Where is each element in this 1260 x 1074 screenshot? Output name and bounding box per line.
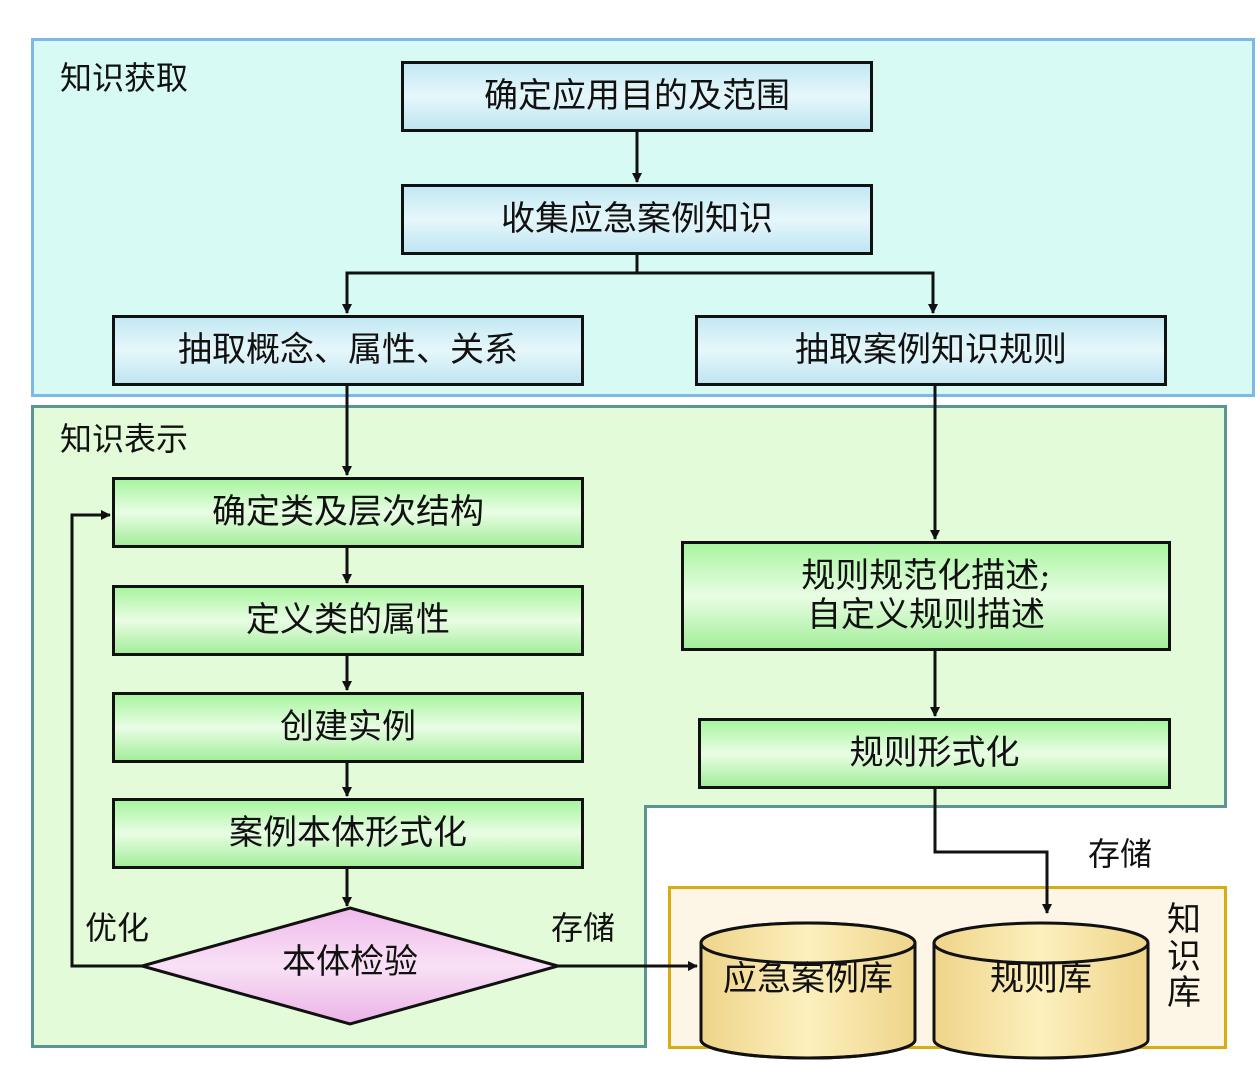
node-label: 确定类及层次结构 xyxy=(212,491,484,532)
kb-label-char: 知 xyxy=(1167,900,1201,940)
node-label: 创建实例 xyxy=(280,706,416,747)
db-label-case[interactable]: 应急案例库 xyxy=(723,959,893,999)
node-label: 抽取案例知识规则 xyxy=(795,329,1067,370)
node-rule-formalize[interactable]: 规则形式化 xyxy=(698,718,1171,789)
node-collect-knowledge[interactable]: 收集应急案例知识 xyxy=(401,184,873,255)
region-label-knowledge-base: 知 识 库 xyxy=(1162,902,1206,1012)
node-create-instances[interactable]: 创建实例 xyxy=(112,692,584,763)
node-label: 确定应用目的及范围 xyxy=(484,75,790,116)
edge-label-store-case: 存储 xyxy=(551,909,616,947)
node-rule-description[interactable]: 规则规范化描述; 自定义规则描述 xyxy=(681,541,1171,651)
node-label: 案例本体形式化 xyxy=(229,812,467,853)
region-label-acquisition: 知识获取 xyxy=(60,59,189,97)
node-ontology-check[interactable]: 本体检验 xyxy=(282,942,418,982)
node-extract-rules[interactable]: 抽取案例知识规则 xyxy=(695,315,1167,386)
kb-label-char: 库 xyxy=(1167,973,1201,1014)
region-border xyxy=(644,805,647,1048)
node-determine-scope[interactable]: 确定应用目的及范围 xyxy=(401,61,873,132)
node-label: 抽取概念、属性、关系 xyxy=(178,329,518,370)
node-label-line1: 规则规范化描述; xyxy=(801,555,1051,596)
node-formalize-ontology[interactable]: 案例本体形式化 xyxy=(112,798,584,869)
node-extract-concepts[interactable]: 抽取概念、属性、关系 xyxy=(112,315,584,386)
region-label-representation: 知识表示 xyxy=(60,420,189,458)
node-label: 规则形式化 xyxy=(849,732,1020,773)
db-label-rule[interactable]: 规则库 xyxy=(990,959,1092,999)
node-define-attributes[interactable]: 定义类的属性 xyxy=(112,585,584,656)
region-border xyxy=(646,805,1227,808)
node-label: 收集应急案例知识 xyxy=(501,198,773,239)
node-label-line2: 自定义规则描述 xyxy=(807,595,1045,635)
node-label: 定义类的属性 xyxy=(246,599,450,640)
node-define-classes[interactable]: 确定类及层次结构 xyxy=(112,477,584,548)
edge-label-optimize: 优化 xyxy=(85,909,150,947)
kb-label-char: 识 xyxy=(1167,936,1201,977)
edge-label-store-rule: 存储 xyxy=(1088,835,1153,873)
